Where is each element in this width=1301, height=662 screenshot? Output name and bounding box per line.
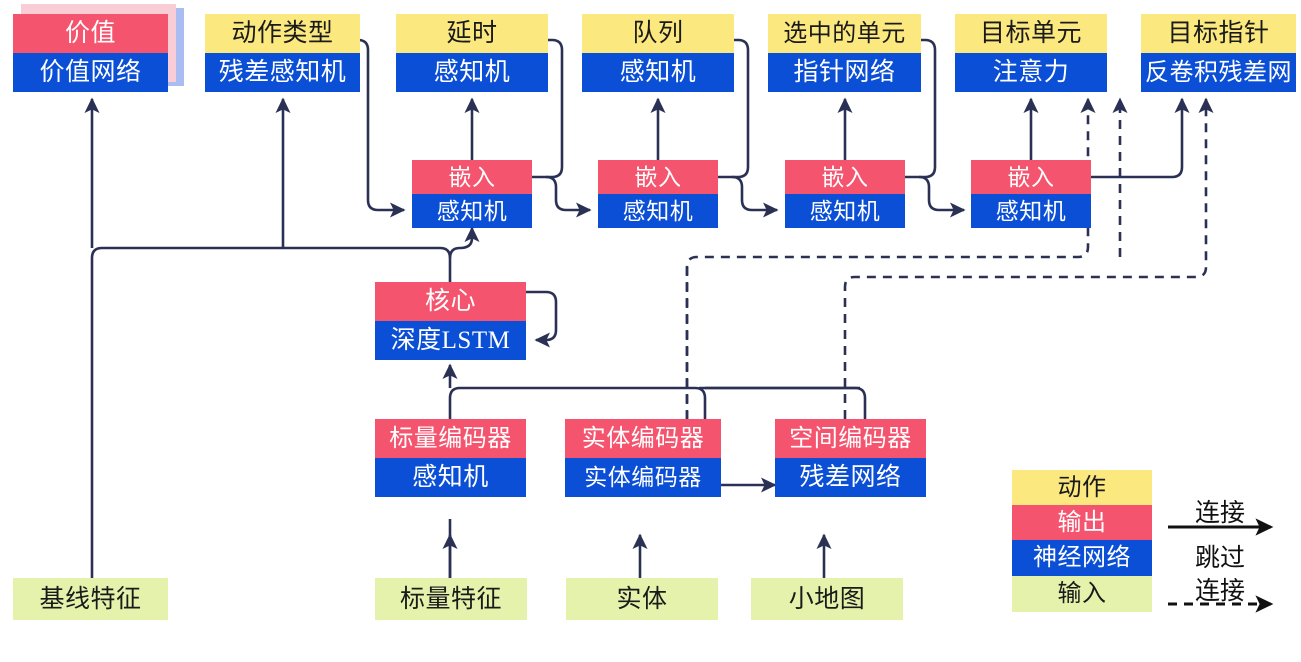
node-value[interactable]: 价值 价值网络 [13, 14, 168, 92]
legend-connection-label: 连接 [1194, 500, 1245, 527]
node-target-unit-top-label: 目标单元 [955, 14, 1107, 53]
node-action-type-bottom-label: 残差感知机 [205, 53, 360, 92]
legend-swatch-input: 输入 [1012, 576, 1152, 612]
node-embed-1-bottom-label: 感知机 [412, 194, 532, 228]
legend-swatch-stack: 动作 输出 神经网络 输入 [1012, 470, 1152, 612]
node-spatial-encoder-bottom-label: 残差网络 [775, 458, 926, 497]
input-entities-label: 实体 [566, 578, 718, 620]
input-baseline-features-label: 基线特征 [13, 578, 168, 620]
node-embed-1[interactable]: 嵌入 感知机 [412, 160, 532, 228]
node-target-pointer-top-label: 目标指针 [1141, 14, 1296, 53]
legend-swatch-action: 动作 [1012, 470, 1152, 505]
node-value-top-label: 价值 [13, 14, 168, 53]
node-embed-2-top-label: 嵌入 [598, 160, 718, 194]
node-target-unit[interactable]: 目标单元 注意力 [955, 14, 1107, 92]
node-embed-2-bottom-label: 感知机 [598, 194, 718, 228]
node-queue-top-label: 队列 [582, 14, 734, 53]
node-value-bottom-label: 价值网络 [13, 53, 168, 92]
node-scalar-encoder-top-label: 标量编码器 [375, 419, 526, 458]
node-queue-bottom-label: 感知机 [582, 53, 734, 92]
node-selected-units[interactable]: 选中的单元 指针网络 [768, 14, 921, 92]
node-embed-2[interactable]: 嵌入 感知机 [598, 160, 718, 228]
node-embed-3[interactable]: 嵌入 感知机 [785, 160, 905, 228]
node-embed-3-top-label: 嵌入 [785, 160, 905, 194]
node-delay-bottom-label: 感知机 [396, 53, 548, 92]
legend-swatch-network: 神经网络 [1012, 540, 1152, 576]
node-core[interactable]: 核心 深度LSTM [375, 282, 526, 360]
node-target-pointer-bottom-label: 反卷积残差网 [1141, 53, 1296, 92]
node-delay[interactable]: 延时 感知机 [396, 14, 548, 92]
node-spatial-encoder[interactable]: 空间编码器 残差网络 [775, 419, 926, 497]
node-entity-encoder-top-label: 实体编码器 [565, 419, 721, 458]
node-embed-3-bottom-label: 感知机 [785, 194, 905, 228]
node-target-unit-bottom-label: 注意力 [955, 53, 1107, 92]
node-embed-4[interactable]: 嵌入 感知机 [971, 160, 1091, 228]
node-entity-encoder[interactable]: 实体编码器 实体编码器 [565, 419, 721, 497]
input-entities[interactable]: 实体 [566, 578, 718, 620]
legend-skip-connection-label-line1: 跳过 [1194, 545, 1245, 572]
input-minimap[interactable]: 小地图 [751, 578, 903, 620]
node-target-pointer[interactable]: 目标指针 反卷积残差网 [1141, 14, 1296, 92]
input-scalar-features-label: 标量特征 [375, 578, 527, 620]
input-baseline-features[interactable]: 基线特征 [13, 578, 168, 620]
node-queue[interactable]: 队列 感知机 [582, 14, 734, 92]
node-embed-1-top-label: 嵌入 [412, 160, 532, 194]
node-spatial-encoder-top-label: 空间编码器 [775, 419, 926, 458]
input-minimap-label: 小地图 [751, 578, 903, 620]
node-selected-units-bottom-label: 指针网络 [768, 53, 921, 92]
node-entity-encoder-bottom-label: 实体编码器 [565, 458, 721, 497]
node-action-type[interactable]: 动作类型 残差感知机 [205, 14, 360, 92]
input-scalar-features[interactable]: 标量特征 [375, 578, 527, 620]
legend-skip-connection-label-line2: 连接 [1194, 578, 1245, 605]
node-embed-4-bottom-label: 感知机 [971, 194, 1091, 228]
legend-swatch-output: 输出 [1012, 505, 1152, 540]
node-core-bottom-label: 深度LSTM [375, 321, 526, 360]
node-selected-units-top-label: 选中的单元 [768, 14, 921, 53]
node-scalar-encoder-bottom-label: 感知机 [375, 458, 526, 497]
node-embed-4-top-label: 嵌入 [971, 160, 1091, 194]
node-core-top-label: 核心 [375, 282, 526, 321]
node-delay-top-label: 延时 [396, 14, 548, 53]
node-action-type-top-label: 动作类型 [205, 14, 360, 53]
node-scalar-encoder[interactable]: 标量编码器 感知机 [375, 419, 526, 497]
